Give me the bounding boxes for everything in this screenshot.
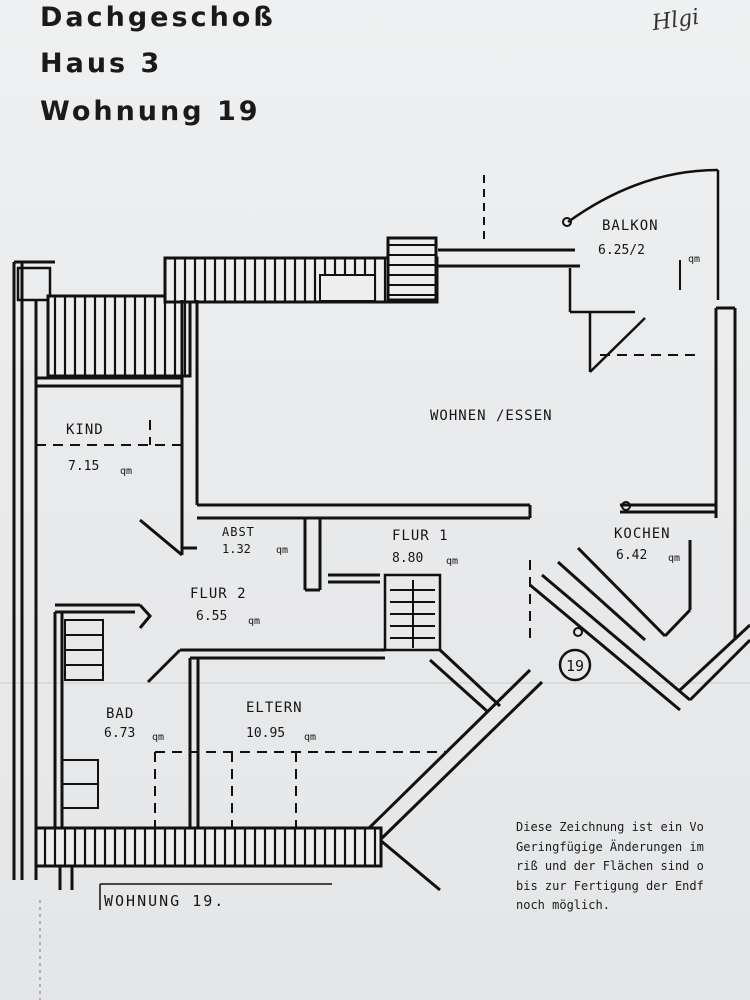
svg-text:6.73: 6.73 [104, 726, 135, 741]
bath-fixtures [61, 619, 104, 809]
room-label-flur-1: FLUR 1 8.80 qm [392, 528, 458, 567]
svg-text:6.25/2: 6.25/2 [598, 243, 645, 258]
outer-wall-right [714, 306, 737, 640]
room-label-abst: ABST 1.32 qm [222, 525, 288, 556]
svg-text:FLUR 2: FLUR 2 [190, 586, 247, 602]
title-apartment: Wohnung 19 [40, 96, 261, 127]
slope-dashed-lines [36, 354, 700, 828]
room-label-wohnen-essen: WOHNEN /ESSEN [430, 408, 553, 424]
disclaimer-note: Diese Zeichnung ist ein Vo Geringfügige … [516, 818, 750, 916]
svg-text:qm: qm [304, 732, 316, 743]
svg-text:qm: qm [120, 466, 132, 477]
interior-walls [36, 300, 716, 828]
svg-text:WOHNEN /ESSEN: WOHNEN /ESSEN [430, 408, 553, 424]
title-floor: Dachgeschoß [40, 2, 276, 33]
svg-text:ABST: ABST [222, 525, 255, 539]
roof-slope-top [46, 236, 439, 378]
svg-text:6.55: 6.55 [196, 609, 227, 624]
svg-text:qm: qm [248, 616, 260, 627]
svg-text:19: 19 [566, 657, 584, 675]
room-label-bad: BAD 6.73 qm [104, 706, 164, 743]
svg-text:qm: qm [688, 254, 700, 265]
staircase [390, 580, 435, 648]
balcony [438, 168, 720, 314]
svg-text:KIND: KIND [66, 422, 104, 438]
svg-text:6.42: 6.42 [616, 548, 647, 563]
svg-text:BALKON: BALKON [602, 218, 659, 234]
svg-text:qm: qm [668, 553, 680, 564]
room-label-flur-2: FLUR 2 6.55 qm [190, 586, 260, 627]
svg-text:7.15: 7.15 [68, 459, 99, 474]
apartment-number-marker: 19 [558, 648, 592, 682]
svg-text:KOCHEN: KOCHEN [614, 526, 671, 542]
svg-text:qm: qm [446, 556, 458, 567]
outer-wall-left [12, 260, 55, 880]
note-line: riß und der Flächen sind o [516, 859, 704, 873]
paper-fold-line [0, 682, 750, 684]
note-line: bis zur Fertigung der Endf [516, 878, 704, 893]
diagonal-walls [363, 540, 750, 892]
svg-text:FLUR 1: FLUR 1 [392, 528, 449, 544]
roof-slope-bottom [34, 826, 383, 890]
svg-text:BAD: BAD [106, 706, 134, 722]
svg-text:10.95: 10.95 [246, 726, 285, 741]
svg-text:WOHNUNG 19.: WOHNUNG 19. [104, 892, 225, 910]
svg-text:1.32: 1.32 [222, 542, 251, 556]
room-label-balkon: BALKON 6.25/2 qm [598, 218, 700, 265]
unit-caption: WOHNUNG 19. [99, 883, 332, 910]
marker-dot [573, 627, 583, 637]
svg-text:ELTERN: ELTERN [246, 700, 303, 716]
svg-text:8.80: 8.80 [392, 551, 423, 566]
marker-dot [621, 501, 631, 511]
room-label-kochen: KOCHEN 6.42 qm [614, 526, 680, 564]
svg-text:qm: qm [276, 545, 288, 556]
note-line: noch möglich. [516, 898, 610, 912]
room-label-eltern: ELTERN 10.95 qm [246, 700, 316, 743]
title-house: Haus 3 [40, 48, 163, 79]
note-line: Diese Zeichnung ist ein Vo [516, 820, 704, 834]
note-line: Geringfügige Änderungen im [516, 839, 704, 854]
svg-text:qm: qm [152, 732, 164, 743]
room-label-kind: KIND 7.15 qm [66, 422, 132, 477]
balcony-door [588, 312, 646, 373]
